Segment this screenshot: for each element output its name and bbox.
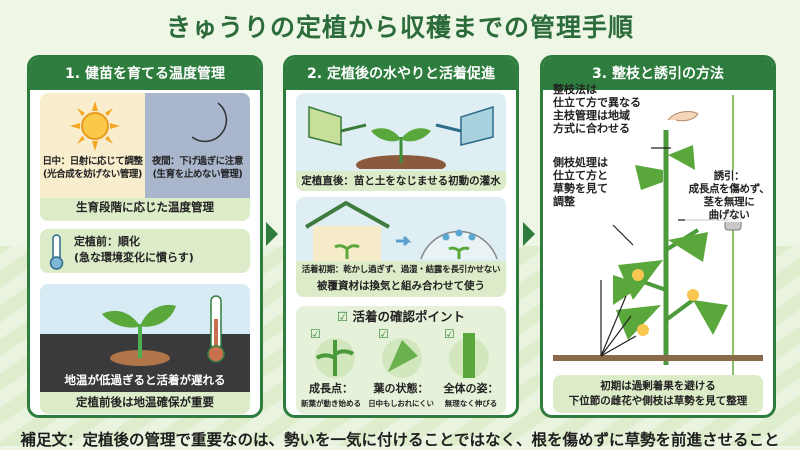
soil-caption: 定植前後は地温確保が重要: [76, 395, 214, 409]
check-title: ☑ 活着の確認ポイント: [296, 310, 506, 323]
stem-icon: [463, 333, 475, 378]
side-branch-line: 調整: [553, 195, 575, 208]
pruning-caption-2: 下位節の雌花や側枝は草勢を見て整理: [568, 395, 748, 407]
thermometer-icon: [49, 234, 64, 270]
night-subtext: (生育を止めない管理): [152, 169, 243, 180]
growth-point-icon: [315, 340, 355, 376]
checkbox-icon: ☑: [336, 309, 353, 324]
hand-icon: [667, 111, 699, 122]
check-leaf-desc: 日中もしおれにくい: [368, 399, 434, 408]
pruning-line: 方式に合わせる: [553, 122, 630, 135]
soil-overlay-text: 地温が低過ぎると活着が遅れる: [64, 373, 226, 387]
check-illustrations: ☑ ☑ ☑: [310, 328, 489, 378]
panel-header: 3. 整枝と誘引の方法: [543, 58, 773, 90]
training-text: 誘引：成長点を傷めず、茎を無理に曲げない: [685, 170, 773, 222]
acclimation-subtext: (急な環境変化に慣らす): [74, 251, 194, 264]
training-line: 誘引：: [713, 170, 745, 182]
training-line: 曲げない: [708, 209, 750, 221]
svg-text:☑: ☑: [378, 328, 389, 341]
day-text-block: 日中：日射に応じて調整 (光合成を妨げない管理): [40, 155, 145, 181]
pruning-text: 整枝法は仕立て方で異なる主枝管理は地域方式に合わせる: [553, 83, 641, 135]
watering-box: 定植直後：苗と土をなじませる初動の灌水: [296, 93, 506, 191]
check-growth-point-title: 成長点：: [309, 382, 353, 395]
svg-text:☑: ☑: [444, 328, 455, 341]
pruning-line: 主枝管理は地域: [553, 109, 630, 122]
check-title-text: 活着の確認ポイント: [352, 309, 466, 324]
panel-header: 2. 定植後の水やりと活着促進: [286, 58, 516, 90]
pruning-line: 仕立て方で異なる: [553, 96, 641, 109]
check-growth-point-desc: 新葉が動き始める: [301, 399, 361, 408]
training-line: 成長点を傷めず、: [688, 183, 770, 195]
panel-header: 1. 健苗を育てる温度管理: [30, 58, 260, 90]
cucumber-plant-illustration: [553, 95, 763, 380]
svg-text:☑: ☑: [310, 328, 321, 341]
side-branch-line: 草勢を見て: [553, 182, 608, 195]
training-line: 茎を無理に: [703, 196, 755, 208]
leaf-icon: [388, 340, 418, 372]
soil-temperature-box: 地温が低過ぎると活着が遅れる 定植前後は地温確保が重要: [40, 284, 250, 414]
acclimation-text: 定植前：順化: [74, 235, 140, 248]
seedling-icon: [102, 304, 176, 366]
side-branch-line: 仕立て方と: [553, 169, 608, 182]
check-points-box: ☑ 活着の確認ポイント ☑ ☑ ☑ 成長点： 新葉が動き始める 葉の状態： 日中もし…: [296, 306, 506, 414]
check-overall-title: 全体の姿：: [443, 382, 499, 395]
day-text: 日中：日射に応じて調整: [42, 156, 143, 167]
pruning-caption-box: 初期は過剰着果を避ける 下位節の雌花や側枝は草勢を見て整理: [553, 375, 763, 413]
panel-temperature: 1. 健苗を育てる温度管理 日中：日射に応じて調整 (光合成を妨げない管理) 夜…: [27, 55, 263, 418]
panel-watering: 2. 定植後の水やりと活着促進 定植直後：苗と土をなじませる初動の灌水 活着初期…: [283, 55, 519, 418]
temp-caption: 生育段階に応じた温度管理: [76, 200, 214, 214]
pruning-line: 整枝法は: [553, 83, 597, 96]
watering-caption: 定植直後：苗と土をなじませる初動の灌水: [301, 175, 501, 187]
greenhouse-icon: [304, 200, 498, 261]
soil-thermometer-icon: [207, 295, 225, 363]
moon-icon: [191, 102, 228, 143]
side-branch-line: 側枝処理は: [553, 156, 608, 169]
step-arrow-icon: [523, 222, 535, 246]
pruning-caption-1: 初期は過剰着果を避ける: [600, 380, 716, 392]
cover-box: 活着初期：乾かし過ぎず、過湿・結露を長引かせない 被覆資材は換気と組み合わせて使…: [296, 197, 506, 297]
day-subtext: (光合成を妨げない管理): [43, 169, 142, 180]
day-night-box: 日中：日射に応じて調整 (光合成を妨げない管理) 夜間：下げ過ぎに注意 (生育を…: [40, 93, 250, 221]
footer-note: 補足文：定植後の管理で重要なのは、勢いを一気に付けることではなく、根を傷めずに草…: [20, 431, 780, 449]
step-arrow-icon: [266, 222, 278, 246]
cover-caption-1: 活着初期：乾かし過ぎず、過湿・結露を長引かせない: [301, 265, 501, 275]
check-leaf-title: 葉の状態：: [373, 382, 429, 395]
night-text-block: 夜間：下げ過ぎに注意 (生育を止めない管理): [145, 155, 250, 181]
side-branch-text: 側枝処理は仕立て方と草勢を見て調整: [553, 156, 608, 208]
acclimation-box: 定植前：順化 (急な環境変化に慣らす): [40, 229, 250, 273]
check-overall-desc: 無理なく伸びる: [444, 399, 498, 408]
panel-pruning: 3. 整枝と誘引の方法 整枝法は仕立て方で異なる主枝管理は地域方式に合わせる 側…: [540, 55, 776, 418]
sun-icon: [70, 101, 120, 151]
cover-caption-2: 被覆資材は換気と組み合わせて使う: [317, 280, 485, 292]
page-title: きゅうりの定植から収穫までの管理手順: [165, 13, 634, 42]
night-text: 夜間：下げ過ぎに注意: [151, 156, 243, 167]
watering-can-icon: [308, 105, 494, 169]
